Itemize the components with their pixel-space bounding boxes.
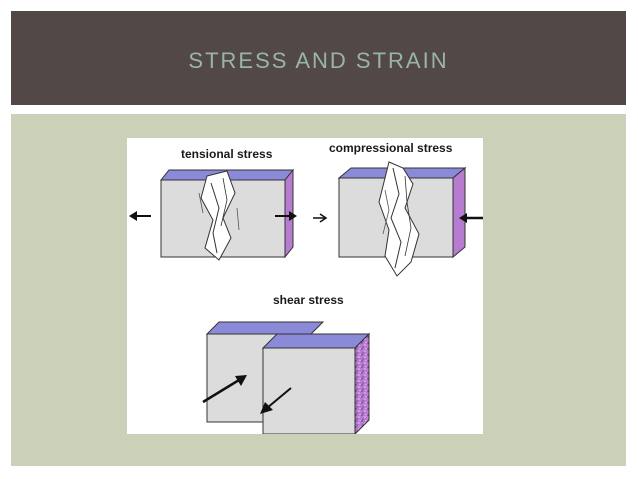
compression-fracture — [378, 161, 420, 277]
compressional-stress-label: compressional stress — [329, 141, 453, 155]
tension-fracture — [200, 170, 236, 261]
shear-block-right — [261, 332, 371, 434]
compression-arrow-right — [459, 213, 483, 223]
stress-diagram: tensional stress compressional stress sh… — [127, 138, 483, 434]
title-bar: STRESS AND STRAIN — [11, 11, 626, 105]
tension-arrow-left — [129, 211, 151, 221]
stress-diagram-drawing — [129, 161, 483, 434]
tensional-block — [159, 168, 295, 261]
tensional-stress-label: tensional stress — [181, 147, 273, 161]
shear-arrow-up — [202, 375, 247, 404]
compression-arrow-left — [313, 213, 328, 223]
content-area: tensional stress compressional stress sh… — [11, 114, 626, 466]
tension-arrow-right — [275, 211, 297, 221]
slide-title: STRESS AND STRAIN — [188, 48, 449, 73]
shear-arrow-down — [260, 387, 292, 414]
shear-stress-label: shear stress — [273, 293, 344, 307]
compressional-block — [337, 161, 467, 277]
